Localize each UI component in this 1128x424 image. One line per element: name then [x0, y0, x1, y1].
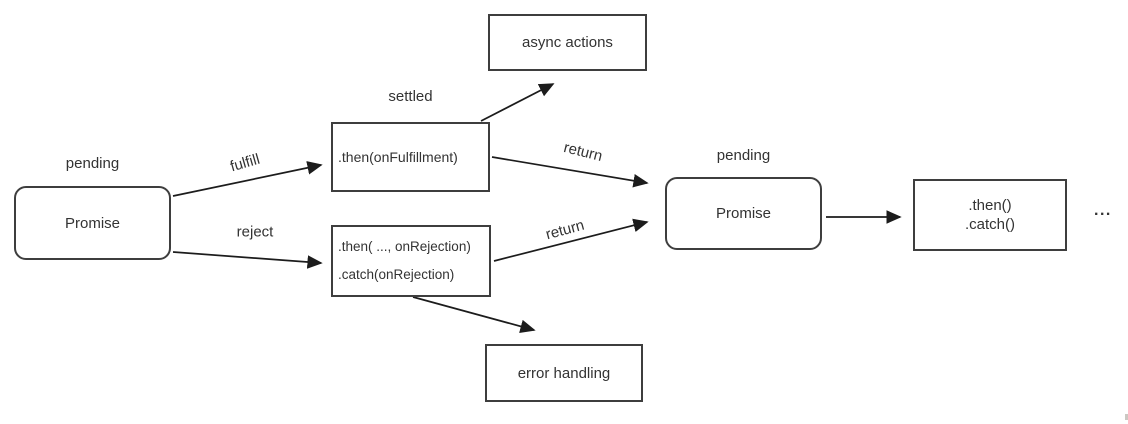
reject-arrow	[172, 251, 323, 269]
promise-node-2: Promise	[665, 177, 822, 250]
pending-state-label-left: pending	[65, 155, 120, 172]
promise-node-1: Promise	[14, 186, 171, 260]
chained-handlers-line1: .then()	[968, 197, 1012, 214]
rejection-handler-line1: .then( ..., onRejection)	[338, 239, 471, 254]
settled-state-label: settled	[388, 88, 433, 105]
fulfill-arrow	[172, 161, 323, 197]
return-fulfilled-arrow	[491, 156, 649, 188]
async-actions-node: async actions	[488, 14, 647, 71]
chained-handlers-line2: .catch()	[964, 216, 1015, 233]
promise-node-1-label: Promise	[64, 214, 120, 232]
corner-artifact	[1125, 414, 1128, 420]
fulfillment-handler-node: .then(onFulfillment)	[331, 122, 490, 192]
pending-state-label-right: pending	[716, 147, 771, 164]
fulfillment-handler-label: .then(onFulfillment)	[338, 149, 458, 165]
async-actions-label: async actions	[522, 34, 613, 51]
promise-node-2-label: Promise	[715, 205, 771, 222]
chained-handlers-node: .then() .catch()	[913, 179, 1067, 251]
rejection-handler-node: .then( ..., onRejection) .catch(onReject…	[331, 225, 491, 297]
error-handling-arrow	[412, 296, 536, 333]
reject-edge-label: reject	[236, 223, 274, 241]
rejection-handler-line2: .catch(onRejection)	[338, 267, 455, 282]
error-handling-node: error handling	[485, 344, 643, 402]
async-actions-arrow	[480, 83, 555, 122]
error-handling-label: error handling	[517, 364, 611, 382]
return-rejected-arrow	[493, 218, 649, 262]
continuation-ellipsis: ...	[1094, 202, 1112, 219]
